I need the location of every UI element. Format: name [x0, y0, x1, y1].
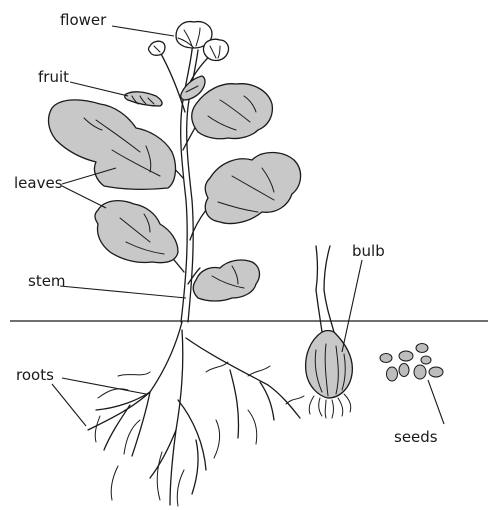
flower-bud	[149, 41, 166, 55]
leaf-middle-left	[95, 201, 178, 263]
leader-bulb	[342, 260, 362, 352]
leader-seeds	[428, 380, 444, 424]
leader-roots-2	[52, 384, 86, 426]
leader-fruit	[70, 82, 128, 96]
leader-stem	[60, 286, 186, 298]
label-roots: roots	[16, 368, 54, 383]
bulb	[306, 246, 353, 398]
leaf-upper-left	[49, 100, 176, 189]
leaf-middle-right	[205, 153, 300, 224]
leader-leaves-2	[62, 186, 106, 208]
label-flower: flower	[60, 13, 106, 28]
leader-flower	[112, 26, 174, 36]
label-leaves: leaves	[14, 176, 63, 191]
seeds	[380, 344, 443, 382]
leader-roots-1	[62, 378, 146, 394]
roots	[88, 322, 300, 505]
flower-right	[203, 39, 228, 60]
label-bulb: bulb	[352, 244, 385, 259]
leaf-lower-right	[193, 260, 259, 301]
root-hairs	[95, 362, 304, 506]
label-fruit: fruit	[38, 70, 69, 85]
leaf-upper-right	[192, 84, 273, 139]
fruit-pod-2	[181, 76, 205, 100]
label-seeds: seeds	[394, 430, 438, 445]
fruit-pod	[125, 92, 162, 106]
label-stem: stem	[28, 274, 66, 289]
